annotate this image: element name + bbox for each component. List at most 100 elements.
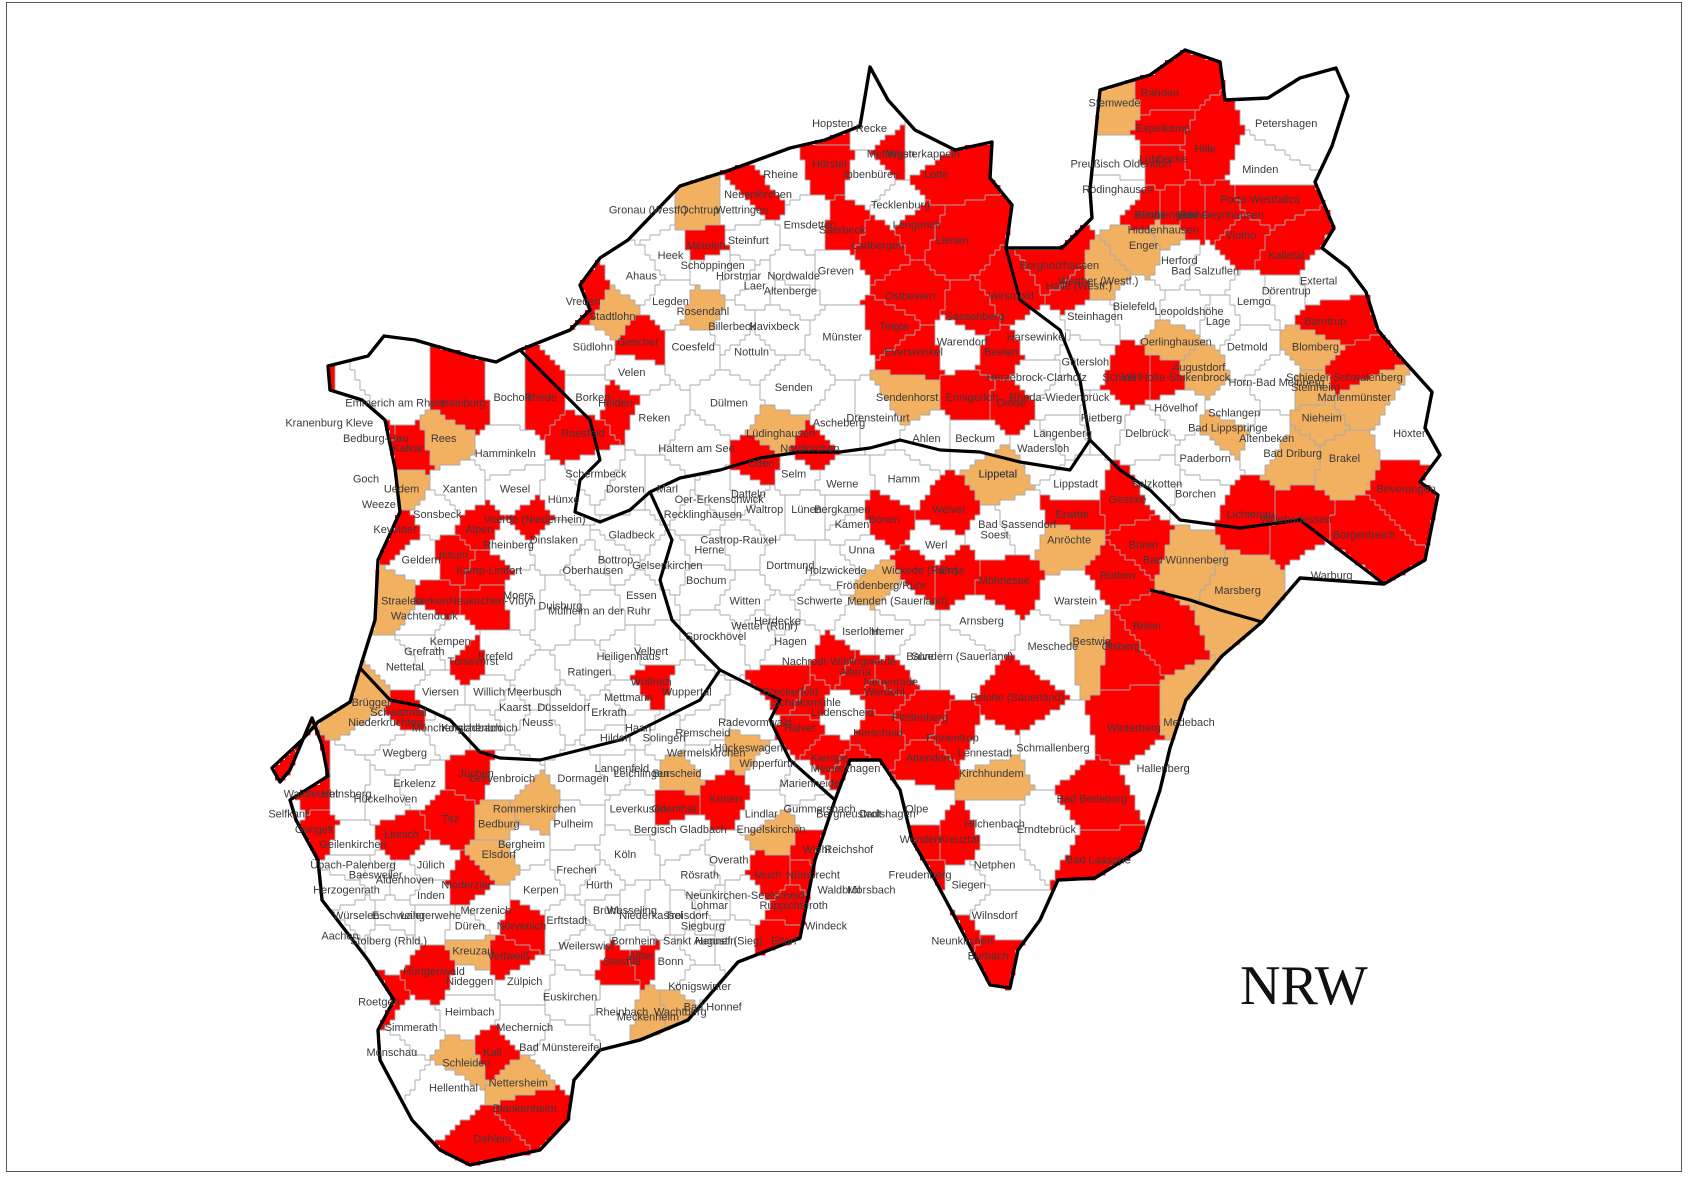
municipality-label: Finnentrop [926, 732, 979, 744]
municipality-label: Bad Lippspringe [1188, 423, 1268, 435]
municipality-label: Frechen [556, 864, 596, 876]
municipality-label: Hiddenhausen [1128, 225, 1199, 237]
municipality-label: Steinfurt [728, 235, 769, 247]
municipality-label: Wesel [500, 484, 530, 496]
municipality-label: Horn-Bad Meinberg [1229, 377, 1325, 389]
municipality-label: Holzwickede [805, 565, 867, 577]
municipality-label: Eslohe (Sauerland) [970, 692, 1064, 704]
municipality-label: Hennef (Sieg) [695, 936, 763, 948]
municipality-label: Stolberg (Rhld.) [350, 936, 427, 948]
municipality-label: Mettingen [867, 149, 915, 161]
municipality-label: Gescher [617, 336, 659, 348]
municipality-label: Sonsbeck [413, 509, 462, 521]
municipality-label: Löhne [1177, 209, 1208, 221]
municipality-label: Dormagen [557, 773, 608, 785]
municipality-label: Nottuln [734, 347, 769, 359]
municipality-label: Bochum [686, 575, 726, 587]
municipality-label: Netphen [974, 859, 1016, 871]
municipality-label: Hörstel [812, 159, 847, 171]
municipality-label: Oelde [996, 397, 1025, 409]
municipality-label: Essen [626, 590, 657, 602]
municipality-label: Heek [658, 250, 684, 262]
municipality-label: Witten [730, 595, 761, 607]
municipality-label: Gummersbach [784, 804, 856, 816]
municipality-label: Schleiden [442, 1057, 490, 1069]
municipality-label: Herford [1161, 255, 1198, 267]
municipality-label: Schwerte [797, 595, 843, 607]
municipality-label: Hürth [586, 880, 613, 892]
municipality-label: Wipperfürth [739, 758, 796, 770]
municipality-label: Metelen [687, 240, 726, 252]
municipality-label: Brühl [593, 905, 619, 917]
municipality-label: Hückeswagen [714, 743, 783, 755]
municipality-label: Kranenburg [285, 418, 343, 430]
municipality-label: Kalkar [393, 443, 425, 455]
municipality-label: Niederkrüchten [348, 717, 423, 729]
municipality-label: Nümbrecht [786, 870, 840, 882]
municipality-label: Kierspe [811, 753, 848, 765]
municipality-label: Lohmar [691, 900, 729, 912]
municipality-label: Lage [1206, 316, 1230, 328]
municipality-label: Münster [822, 331, 862, 343]
municipality-label: Schöppingen [681, 260, 745, 272]
municipality-label: Meckenheim [617, 1012, 679, 1024]
municipality-label: Düsseldorf [537, 702, 591, 714]
municipality-label: Marl [657, 484, 678, 496]
municipality-label: Wermelskirchen [667, 748, 746, 760]
municipality-label: Bornheim [611, 936, 658, 948]
municipality-label: Erndtebrück [1017, 824, 1077, 836]
municipality-label: Gütersloh [1061, 357, 1109, 369]
municipality-label: Ense [940, 565, 965, 577]
municipality-label: Nordwalde [767, 270, 820, 282]
municipality-label: Bedburg-Hau [343, 433, 408, 445]
municipality-label: Höxter [1393, 428, 1426, 440]
municipality-label: Windeck [805, 920, 848, 932]
municipality-label: Schermbeck [565, 468, 627, 480]
municipality-label: Oer-Erkenschwick [675, 494, 765, 506]
municipality-label: Geilenkirchen [319, 839, 386, 851]
municipality-label: Südlohn [573, 342, 613, 354]
municipality-label: Nieheim [1302, 413, 1342, 425]
municipality-label: Erftstadt [546, 915, 587, 927]
municipality-label: Haan [625, 722, 651, 734]
municipality-label: Gronau (Westf.) [609, 204, 687, 216]
municipality-label: Rhede [525, 392, 557, 404]
municipality-label: Neuss [522, 717, 554, 729]
municipality-label: Barntrup [1304, 316, 1346, 328]
municipality-label: Beelen [984, 347, 1018, 359]
municipality-label: Isselburg [441, 397, 486, 409]
municipality-label: Lotte [924, 169, 948, 181]
municipality-label: Geldern [402, 555, 441, 567]
municipality-label: Bottrop [598, 555, 633, 567]
municipality-label: Bedburg [478, 819, 520, 831]
municipality-label: Sassenberg [946, 311, 1005, 323]
municipality-label: Inden [417, 890, 445, 902]
municipality-label: Leichlingen [614, 768, 670, 780]
municipality-label: Königswinter [668, 981, 731, 993]
municipality-label: Bestwig [1073, 636, 1112, 648]
municipality-label: Rheinbach [596, 1007, 649, 1019]
municipality-label: Nörvenich [497, 920, 547, 932]
municipality-label: Bad Münstereifel [519, 1042, 602, 1054]
municipality-label: Rheine [763, 169, 798, 181]
municipality-label: Bad Berleburg [1057, 793, 1127, 805]
municipality-label: Lennestadt [958, 748, 1012, 760]
municipality-label: Werther (Westf.) [1058, 276, 1138, 288]
municipality-label: Stadtlohn [589, 311, 635, 323]
municipality-label: Versmold [988, 291, 1034, 303]
municipality-label: Everswinkel [884, 347, 943, 359]
municipality-label: Bergkamen [814, 504, 870, 516]
municipality-label: Halver [784, 722, 816, 734]
municipality-label: Drensteinfurt [846, 413, 909, 425]
municipality-label: Aachen [321, 930, 358, 942]
municipality-label: Plettenberg [892, 712, 948, 724]
municipality-label: Engelskirchen [736, 824, 805, 836]
municipality-label: Hamminkeln [475, 448, 536, 460]
municipality-label: Dülmen [710, 397, 748, 409]
municipality-label: Sundern (Sauerland) [911, 651, 1013, 663]
municipality-label: Hopsten [812, 118, 853, 130]
municipality-areas [275, 50, 1441, 1166]
municipality-label: Kreuztal [939, 834, 979, 846]
municipality-label: Ibbenbüren [844, 169, 900, 181]
municipality-label: Medebach [1163, 717, 1214, 729]
